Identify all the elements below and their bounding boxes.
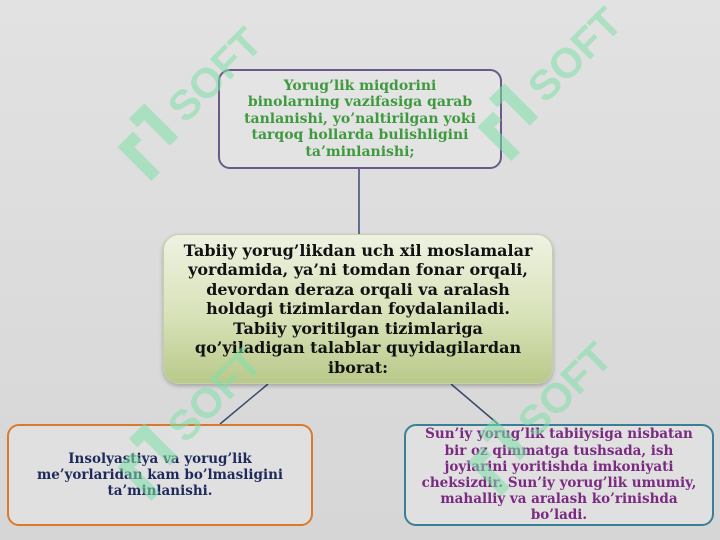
right-info-box: Sun’iy yorug’lik tabiiysiga nisbatan bir… (404, 424, 714, 526)
left-requirement-box: Insolyastiya va yorug’lik me’yorlaridan … (7, 424, 313, 526)
central-topic-text: Tabiiy yorug’likdan uch xil moslamalar y… (183, 240, 533, 377)
top-requirement-box: Yorug’lik miqdorini binolarning vazifasi… (218, 69, 502, 169)
left-requirement-text: Insolyastiya va yorug’lik me’yorlaridan … (36, 450, 284, 500)
top-requirement-text: Yorug’lik miqdorini binolarning vazifasi… (244, 77, 476, 160)
right-info-text: Sun’iy yorug’lik tabiiysiga nisbatan bir… (421, 426, 697, 524)
central-topic-box: Tabiiy yorug’likdan uch xil moslamalar y… (163, 234, 553, 384)
connector-left (219, 383, 269, 425)
connector-right (450, 383, 499, 425)
